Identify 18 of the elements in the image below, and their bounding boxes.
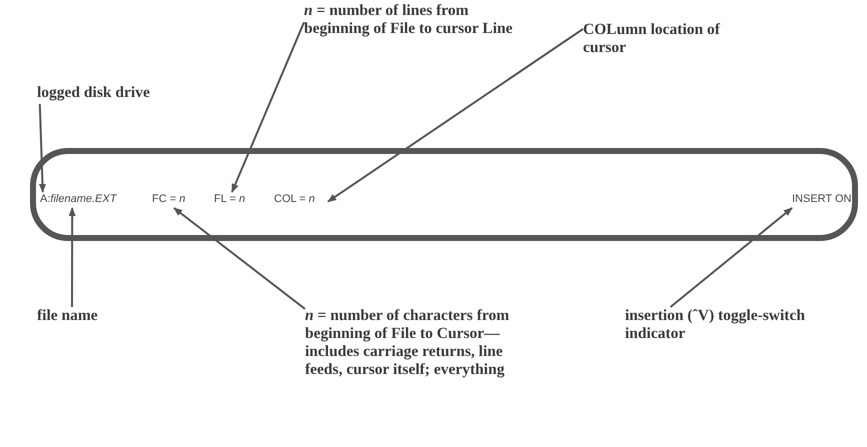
status-field: FC = n: [152, 192, 196, 208]
status-field: FL = n: [214, 192, 254, 208]
leader-arrow: [173, 207, 306, 310]
annotation-text: n = number of lines from beginning of File to cursor Line: [304, 2, 526, 60]
status-field: COL = n: [274, 192, 328, 208]
status-line-band: [30, 148, 858, 241]
annotation-text: file name: [37, 307, 137, 327]
annotation-text: n = number of characters from beginning of File to Cursor—includes carriage returns, line feeds, cursor itself; everything: [305, 307, 537, 403]
annotation-text: insertion (ˆV) toggle-switch indicator: [625, 307, 807, 347]
leader-arrow: [68, 207, 76, 307]
file-name-field: A:filename.EXT: [40, 192, 132, 208]
leader-arrow: [670, 207, 793, 308]
annotation-text: COLumn location of cursor: [583, 21, 761, 61]
status-field: INSERT ON: [792, 192, 856, 208]
leader-arrow: [38, 104, 46, 193]
annotation-text: logged disk drive: [37, 84, 177, 104]
leader-arrow: [231, 22, 305, 193]
leader-arrow: [327, 28, 584, 202]
